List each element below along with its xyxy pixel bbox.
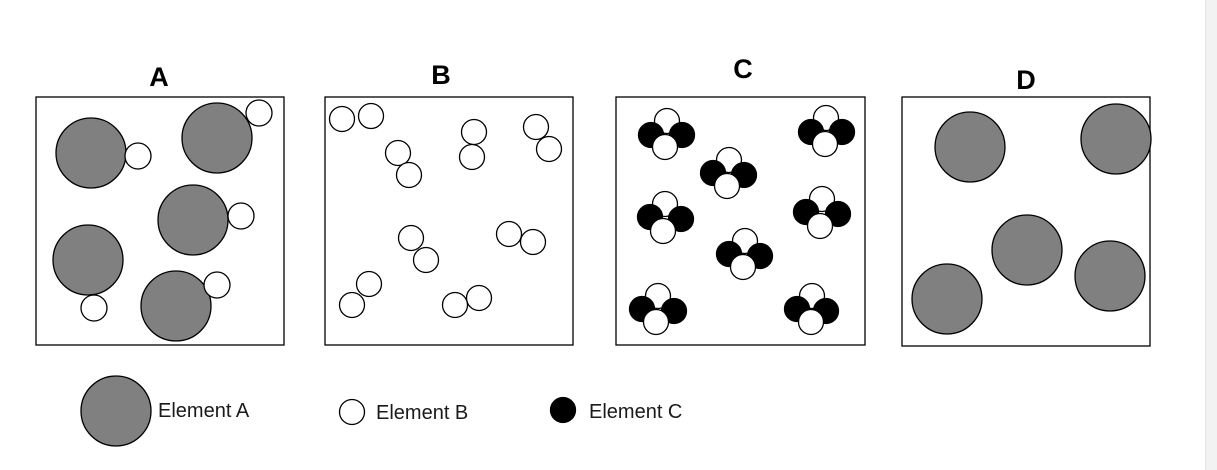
element-a-atom [1080, 103, 1152, 175]
element-a-atom [55, 117, 127, 189]
panel-a [35, 96, 285, 346]
molecule-c [797, 104, 856, 158]
element-b-atom [397, 224, 425, 252]
element-a-swatch [80, 375, 152, 447]
element-a-atom [934, 111, 1006, 183]
element-b-atom [811, 130, 839, 158]
panel-c [615, 96, 866, 346]
vertical-scrollbar[interactable] [1205, 0, 1217, 470]
molecule-c [699, 146, 758, 200]
element-b-atom [355, 270, 383, 298]
element-b-atom [642, 308, 670, 336]
element-b-atom [357, 102, 385, 130]
element-b-atom [713, 172, 741, 200]
legend: Element A Element B Element C [80, 375, 682, 447]
element-a-atom [181, 102, 253, 174]
molecule-c [792, 185, 852, 240]
element-b-atom [651, 133, 679, 161]
panel-d [901, 96, 1152, 347]
legend-item-element-c: Element C [549, 396, 682, 424]
molecule-c [783, 282, 840, 336]
element-b-atom [460, 118, 488, 146]
legend-label-element-a: Element A [158, 400, 250, 422]
element-b-atom [124, 142, 152, 170]
element-b-atom [338, 291, 366, 319]
element-b-atom [806, 212, 834, 240]
element-b-atom [227, 202, 255, 230]
element-a-atom [157, 184, 229, 256]
molecule-c [636, 190, 695, 245]
panel-a-title: A [149, 62, 169, 92]
element-b-atom [80, 294, 108, 322]
legend-label-element-c: Element C [589, 401, 682, 423]
element-a-atom [52, 224, 124, 296]
molecule-c [637, 107, 696, 161]
element-b-atom [465, 284, 493, 312]
element-a-atom [140, 270, 212, 342]
element-a-atom [1074, 240, 1146, 312]
element-b-atom [535, 135, 563, 163]
element-b-atom [495, 220, 523, 248]
panel-b [324, 96, 574, 346]
element-b-atom [729, 253, 757, 281]
element-b-atom [519, 228, 547, 256]
element-c-swatch [549, 396, 577, 424]
element-b-atom [412, 246, 440, 274]
element-b-atom [384, 139, 412, 167]
legend-item-element-a: Element A [80, 375, 250, 447]
legend-item-element-b: Element B [338, 398, 468, 426]
element-b-atom [245, 99, 273, 127]
element-b-atom [649, 217, 677, 245]
element-b-atom [395, 161, 423, 189]
element-b-atom [203, 271, 231, 299]
panel-c-title: C [733, 54, 753, 84]
element-b-atom [328, 105, 356, 133]
legend-label-element-b: Element B [376, 402, 468, 424]
panel-b-title: B [431, 60, 451, 90]
element-b-atom [441, 291, 469, 319]
molecule-c [715, 227, 774, 281]
panel-d-title: D [1016, 65, 1036, 95]
element-b-atom [458, 143, 486, 171]
element-a-atom [911, 263, 983, 335]
element-b-atom [522, 113, 550, 141]
element-b-swatch [338, 398, 366, 426]
molecule-c [628, 282, 688, 336]
element-a-atom [991, 214, 1063, 286]
element-b-atom [797, 308, 825, 336]
